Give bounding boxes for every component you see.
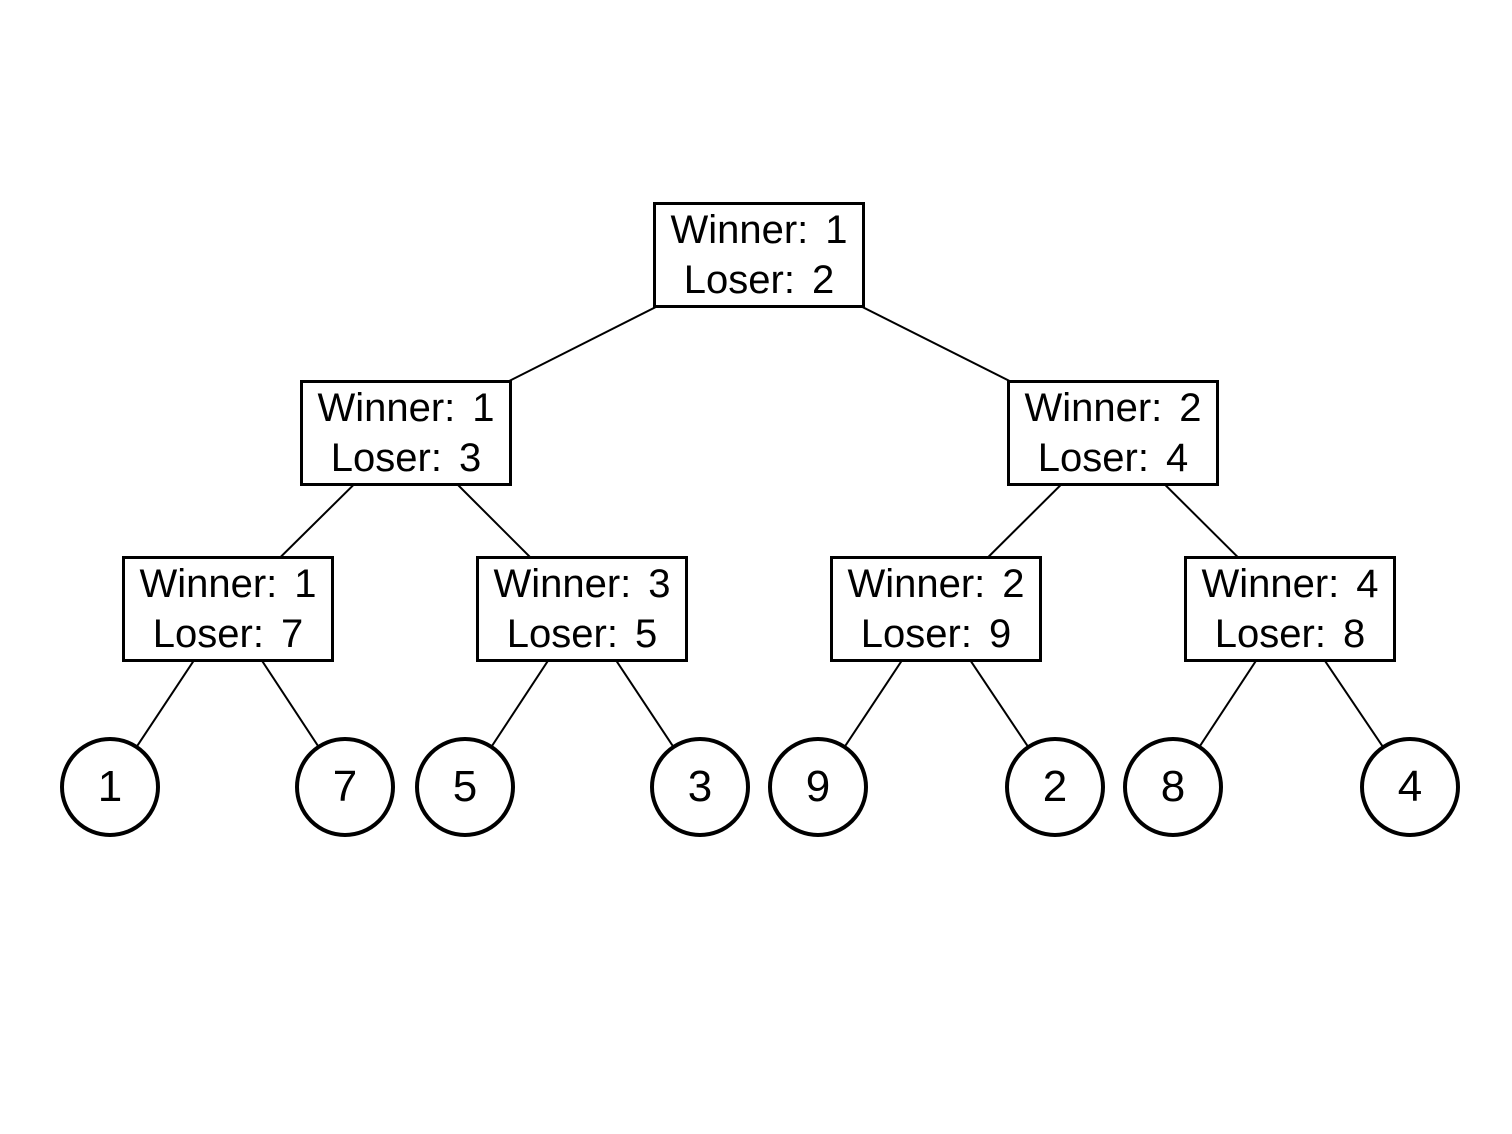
loser-value: 8 (1342, 612, 1366, 656)
match-box-semi-right: Winner: 2 Loser: 4 (1007, 380, 1219, 486)
loser-value: 5 (634, 612, 658, 656)
leaf-circle-player-2: 2 (1005, 737, 1105, 837)
loser-label: Loser: (860, 612, 972, 656)
loser-row: Loser: 8 (1215, 609, 1365, 659)
loser-value: 3 (458, 436, 482, 480)
leaf-value: 4 (1397, 762, 1423, 811)
loser-label: Loser: (330, 436, 442, 480)
winner-value: 1 (294, 562, 317, 606)
leaf-circle-player-1: 1 (60, 737, 160, 837)
leaf-circle-player-9: 9 (768, 737, 868, 837)
winner-row: Winner: 3 (493, 559, 670, 609)
winner-row: Winner: 1 (670, 205, 847, 255)
winner-row: Winner: 1 (139, 559, 316, 609)
winner-row: Winner: 2 (1024, 383, 1201, 433)
leaf-circle-player-3: 3 (650, 737, 750, 837)
winner-label: Winner: (670, 208, 809, 252)
winner-value: 1 (472, 386, 495, 430)
match-box-final: Winner: 1 Loser: 2 (653, 202, 865, 308)
loser-label: Loser: (1214, 612, 1326, 656)
winner-label: Winner: (139, 562, 278, 606)
leaf-circle-player-5: 5 (415, 737, 515, 837)
leaf-value: 5 (452, 762, 478, 811)
loser-row: Loser: 5 (507, 609, 657, 659)
winner-label: Winner: (1201, 562, 1340, 606)
winner-value: 4 (1356, 562, 1379, 606)
loser-label: Loser: (152, 612, 264, 656)
leaf-circle-player-8: 8 (1123, 737, 1223, 837)
winner-label: Winner: (1024, 386, 1163, 430)
loser-row: Loser: 9 (861, 609, 1011, 659)
loser-value: 9 (988, 612, 1012, 656)
loser-value: 2 (811, 258, 835, 302)
winner-value: 2 (1179, 386, 1202, 430)
winner-row: Winner: 2 (847, 559, 1024, 609)
match-box-quarter-1: Winner: 1 Loser: 7 (122, 556, 334, 662)
winner-label: Winner: (847, 562, 986, 606)
leaf-circle-player-4: 4 (1360, 737, 1460, 837)
match-box-quarter-2: Winner: 3 Loser: 5 (476, 556, 688, 662)
winner-label: Winner: (493, 562, 632, 606)
loser-label: Loser: (1037, 436, 1149, 480)
loser-row: Loser: 7 (153, 609, 303, 659)
winner-value: 2 (1002, 562, 1025, 606)
leaf-value: 1 (97, 762, 123, 811)
loser-row: Loser: 2 (684, 255, 834, 305)
winner-row: Winner: 1 (317, 383, 494, 433)
loser-value: 4 (1165, 436, 1189, 480)
match-box-quarter-4: Winner: 4 Loser: 8 (1184, 556, 1396, 662)
leaf-value: 2 (1042, 762, 1068, 811)
leaf-value: 3 (687, 762, 713, 811)
winner-row: Winner: 4 (1201, 559, 1378, 609)
match-box-quarter-3: Winner: 2 Loser: 9 (830, 556, 1042, 662)
winner-value: 1 (825, 208, 848, 252)
match-box-semi-left: Winner: 1 Loser: 3 (300, 380, 512, 486)
loser-label: Loser: (506, 612, 618, 656)
leaf-circle-player-7: 7 (295, 737, 395, 837)
loser-value: 7 (280, 612, 304, 656)
leaf-value: 9 (805, 762, 831, 811)
leaf-value: 7 (332, 762, 358, 811)
loser-label: Loser: (683, 258, 795, 302)
loser-row: Loser: 4 (1038, 433, 1188, 483)
loser-row: Loser: 3 (331, 433, 481, 483)
winner-value: 3 (648, 562, 671, 606)
leaf-value: 8 (1160, 762, 1186, 811)
winner-label: Winner: (317, 386, 456, 430)
